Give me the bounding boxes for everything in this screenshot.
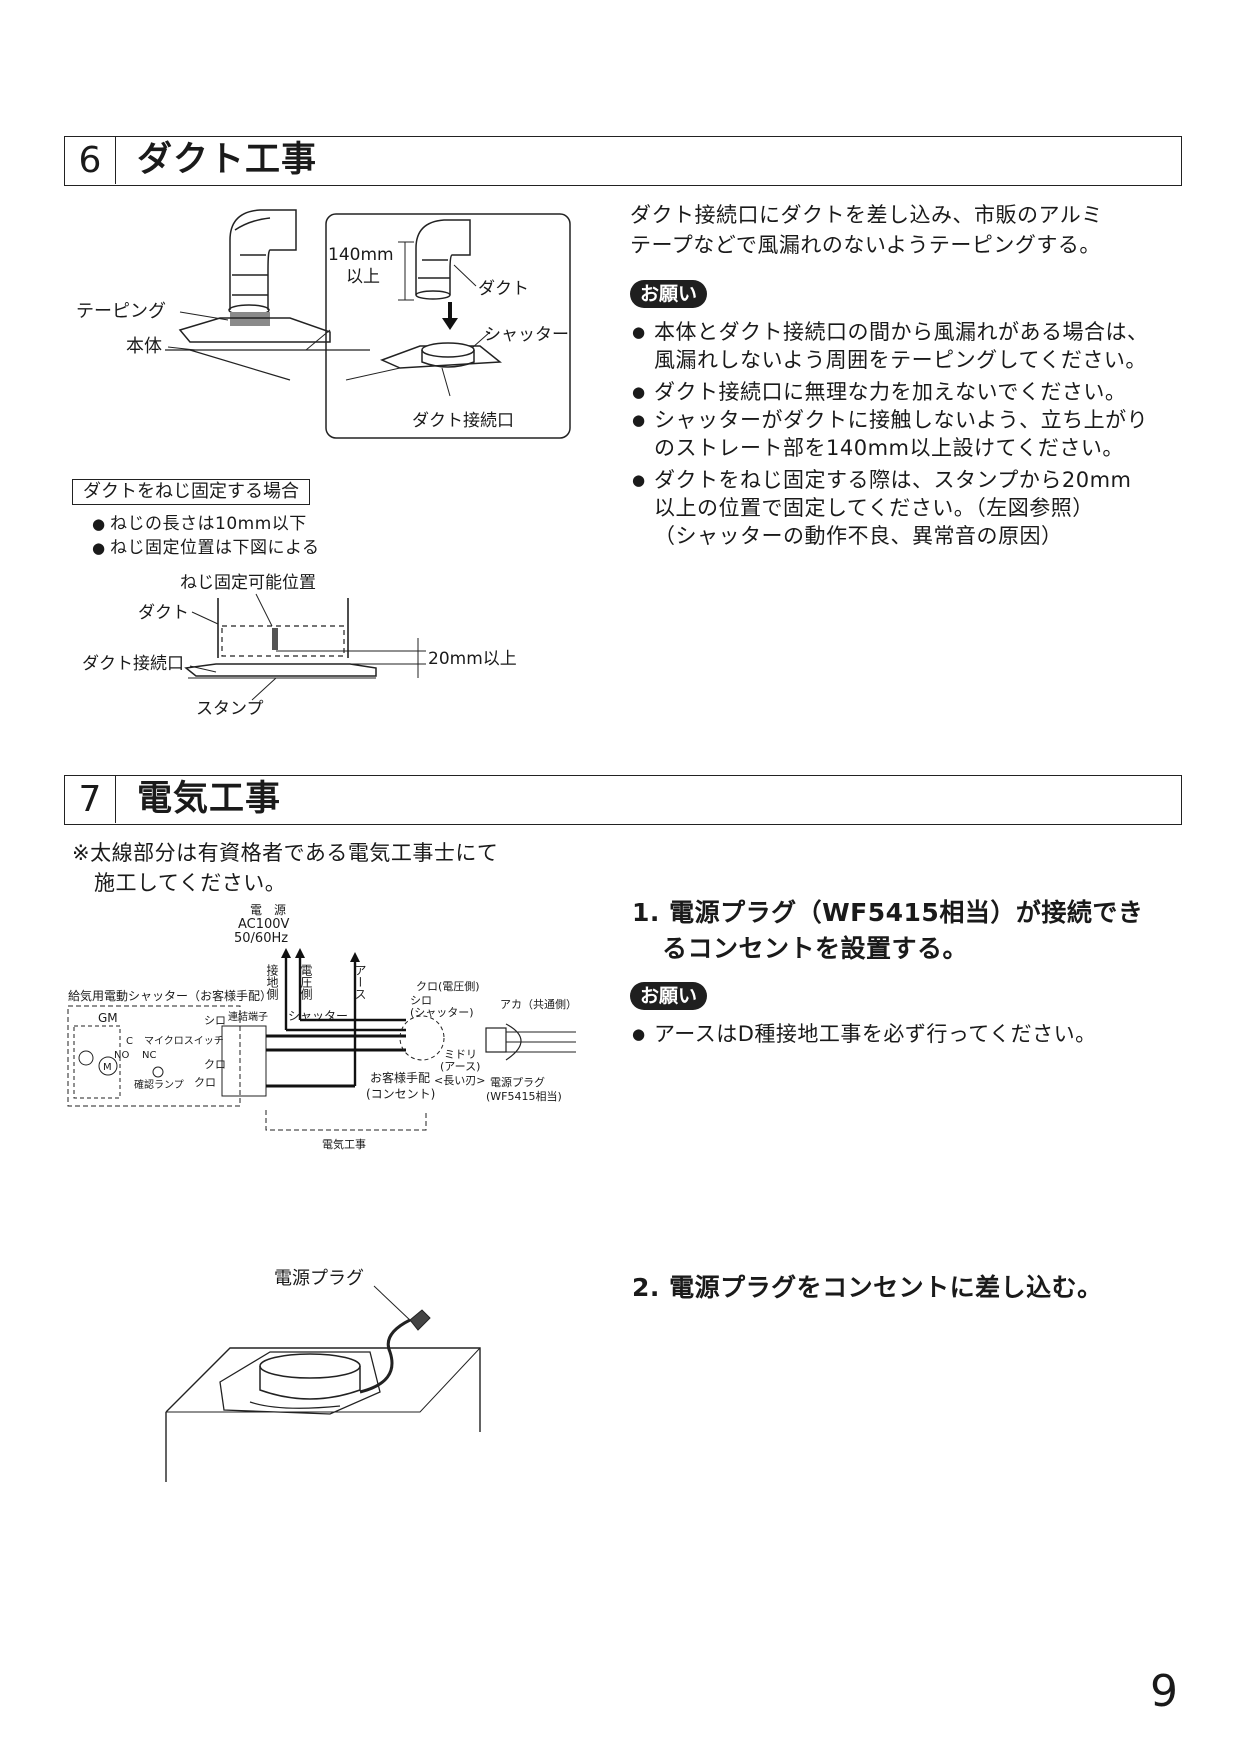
label-duct-port: ダクト接続口 [412, 411, 514, 431]
bullet-item: ダクト接続口に無理な力を加えないでください。 [632, 378, 1192, 406]
taping-band [230, 312, 270, 326]
shiro-2: シロ [410, 994, 432, 1007]
ground-side: 接地側 [265, 963, 279, 1000]
duct-install-figure: テーピング 本体 140mm 以上 ダクト シャッター ダクト接続口 [76, 209, 571, 439]
shiro-label: シロ [204, 1014, 226, 1027]
section-number: 6 [65, 137, 116, 184]
bullet-item: アースはD種接地工事を必ず行ってください。 [632, 1020, 1192, 1048]
switch-no: NO [114, 1050, 129, 1061]
kuro-voltage: クロ(電圧側) [416, 980, 480, 993]
gm-label: GM [98, 1011, 118, 1025]
wiring-diagram: 電 源 AC100V 50/60Hz 接地側 電圧側 アース 給気用電動シャッタ… [67, 903, 577, 1151]
switch-nc: NC [142, 1050, 156, 1061]
intro-line-2: テープなどで風漏れのないようテーピングする。 [630, 233, 1101, 257]
section6-bullets: 本体とダクト接続口の間から風漏れがある場合は、風漏れしないよう周囲をテーピングし… [632, 318, 1192, 550]
supply-shutter-label: 給気用電動シャッター（お客様手配） [68, 988, 272, 1003]
label-possible-pos: ねじ固定可能位置 [180, 573, 316, 593]
label-taping: テーピング [76, 301, 166, 322]
switch-c: C [126, 1036, 133, 1047]
aka-label: アカ（共通側） [500, 998, 577, 1011]
screw-note-1: ねじの長さは10mm以下 [92, 512, 412, 536]
detail-box [325, 213, 571, 439]
plug-model: (WF5415相当) [486, 1089, 562, 1103]
duct-elbow-left [228, 209, 297, 316]
step1-line-2: るコンセントを設置する。 [662, 934, 969, 963]
onegai-badge-7: お願い [630, 982, 708, 1010]
onegai-badge-6: お願い [630, 280, 708, 308]
shutter-wire-label: シャッター [288, 1009, 348, 1023]
step-1: 1. 電源プラグ（WF5415相当）が接続でき るコンセントを設置する。 [632, 895, 1192, 967]
plug-insert-figure: 電源プラグ [165, 1268, 481, 1482]
section-title: 電気工事 [137, 779, 282, 819]
intro-line-1: ダクト接続口にダクトを差し込み、市販のアルミ [630, 203, 1103, 227]
bullet-item: 本体とダクト接続口の間から風漏れがある場合は、風漏れしないよう周囲をテーピングし… [632, 318, 1192, 374]
elec-work-label: 電気工事 [322, 1137, 366, 1151]
kuro-label-2: クロ [194, 1076, 216, 1089]
section6-intro: ダクト接続口にダクトを差し込み、市販のアルミ テープなどで風漏れのないようテーピ… [630, 200, 1190, 260]
onegai-label: お願い [630, 280, 708, 308]
micro-switch-label: マイクロスイッチ [144, 1035, 224, 1047]
onegai-label: お願い [630, 982, 708, 1010]
step1-line-1: 1. 電源プラグ（WF5415相当）が接続でき [632, 898, 1144, 927]
note-line-1: ※太線部分は有資格者である電気工事士にて [72, 841, 499, 865]
dim-140-suffix: 以上 [346, 267, 380, 287]
step-2: 2. 電源プラグをコンセントに差し込む。 [632, 1273, 1103, 1302]
screw-fix-heading: ダクトをねじ固定する場合 [72, 479, 310, 505]
lamp-label: 確認ランプ [134, 1078, 184, 1091]
label-shutter: シャッター [484, 325, 569, 345]
section-number: 7 [65, 776, 116, 823]
label-body: 本体 [126, 336, 162, 357]
shutter-paren: (シャッター) [410, 1006, 474, 1019]
earth-paren: (アース) [440, 1060, 480, 1073]
bullet-item: ダクトをねじ固定する際は、スタンプから20mm以上の位置で固定してください。（左… [632, 466, 1192, 550]
kuro-label-1: クロ [204, 1058, 226, 1071]
section7-bullets: アースはD種接地工事を必ず行ってください。 [632, 1020, 1192, 1048]
screw-note-2: ねじ固定位置は下図による [92, 536, 412, 560]
earth-label: アース [353, 964, 367, 1000]
label-duct-screw: ダクト [138, 603, 189, 623]
bullet-item: シャッターがダクトに接触しないよう、立ち上がりのストレート部を140mm以上設け… [632, 406, 1192, 462]
note-line-2: 施工してください。 [94, 871, 287, 895]
section-6-header: 6 ダクト工事 [64, 136, 1182, 186]
screw-fix-label: ダクトをねじ固定する場合 [72, 479, 310, 505]
terminal-label: 連結端子 [228, 1010, 268, 1023]
long-blade: <長い刃> [434, 1074, 485, 1087]
label-power-plug: 電源プラグ [274, 1268, 364, 1289]
midori-label: ミドリ [444, 1048, 477, 1061]
dim-140: 140mm [328, 245, 394, 265]
screw-notes: ねじの長さは10mm以下 ねじ固定位置は下図による [92, 512, 412, 560]
outlet-label: (コンセント) [366, 1087, 435, 1101]
duct-elbow-right [415, 219, 471, 300]
customer-label: お客様手配 [370, 1070, 430, 1085]
section-title: ダクト工事 [137, 140, 318, 180]
label-20mm: 20mm以上 [428, 649, 517, 669]
section-7-header: 7 電気工事 [64, 775, 1182, 825]
power-frequency: 50/60Hz [234, 931, 288, 946]
section7-note: ※太線部分は有資格者である電気工事士にて 施工してください。 [72, 838, 572, 898]
label-duct: ダクト [478, 279, 529, 299]
screw-position-figure: ねじ固定可能位置 ダクト 20mm以上 ダクト接続口 スタンプ [82, 573, 517, 718]
plug-label: 電源プラグ [490, 1075, 545, 1089]
voltage-side: 電圧側 [299, 964, 313, 1000]
power-voltage: AC100V [238, 917, 290, 932]
power-label: 電 源 [250, 903, 286, 917]
label-stamp: スタンプ [196, 699, 264, 718]
motor-symbol: M [103, 1062, 112, 1073]
page-number: 9 [1150, 1666, 1178, 1717]
label-duct-port-screw: ダクト接続口 [82, 654, 184, 674]
